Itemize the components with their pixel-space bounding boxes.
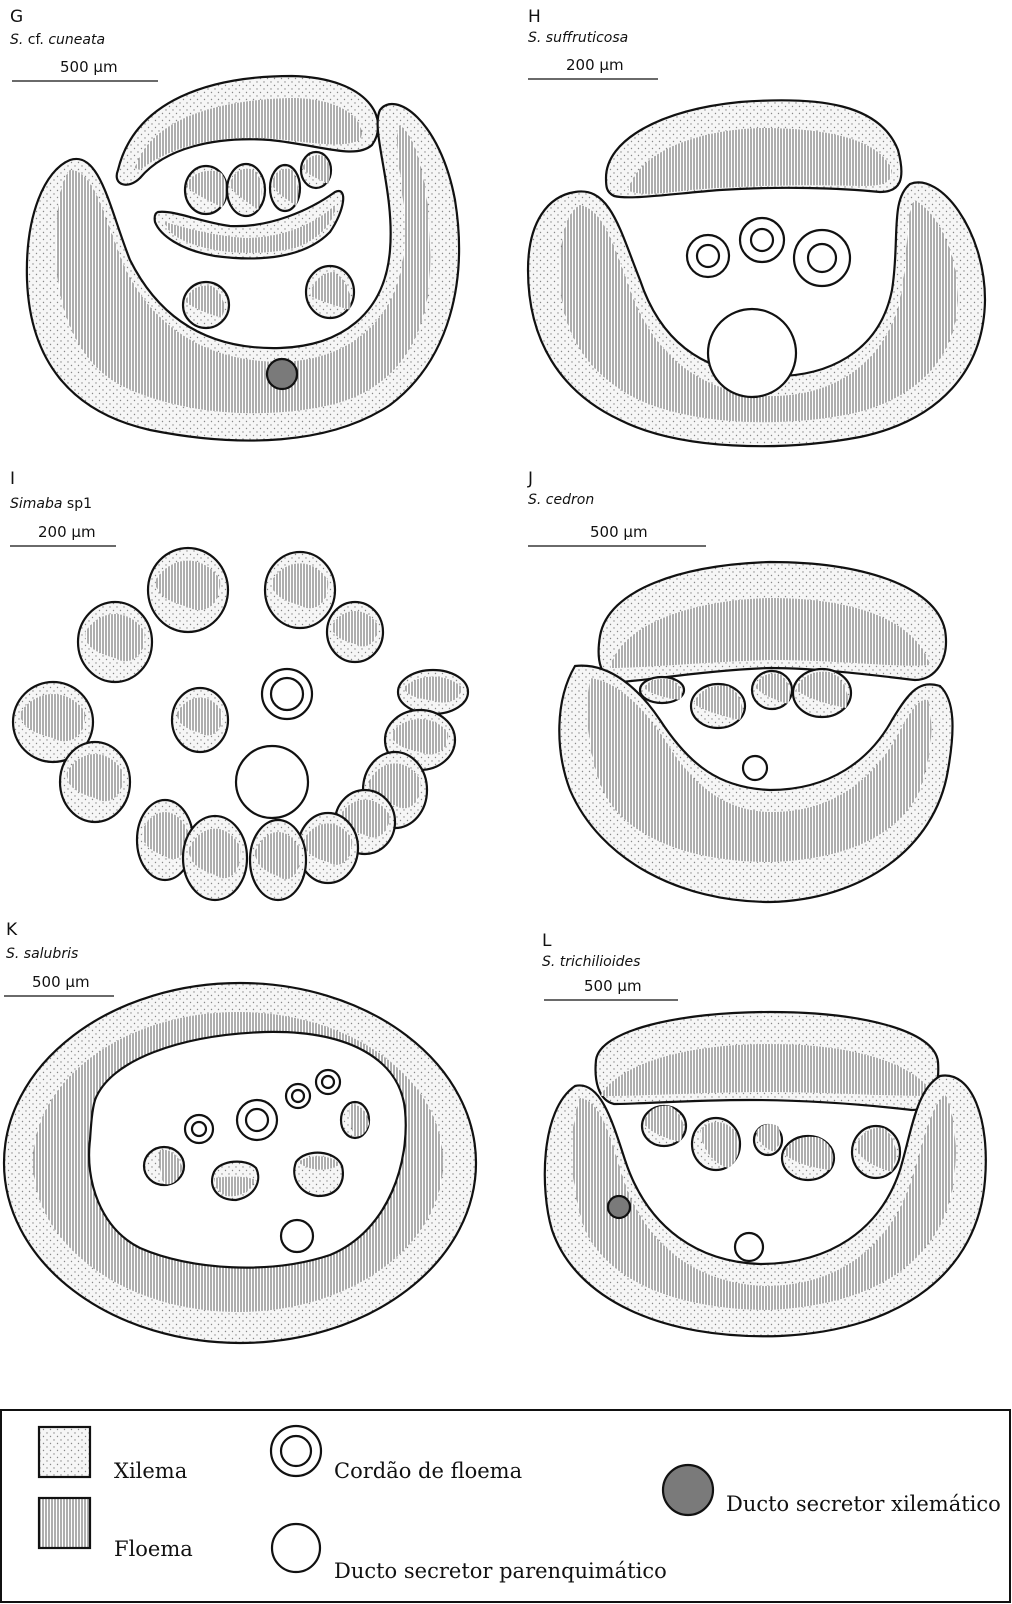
vascular-bundles xyxy=(642,1106,900,1180)
panel-i: I Simaba sp1 200 µm xyxy=(10,469,468,900)
phloem-strands xyxy=(687,218,850,286)
phloem-strand-swatch xyxy=(271,1426,321,1476)
legend-phloem-strand-label: Cordão de floema xyxy=(334,1459,522,1483)
parenchymal-secretory-duct xyxy=(735,1233,763,1261)
panel-label: K xyxy=(6,920,18,940)
xylem-secretory-duct xyxy=(267,359,297,389)
scale-label: 200 µm xyxy=(38,523,96,541)
species-name: Simaba sp1 xyxy=(10,496,92,512)
panel-label: H xyxy=(528,7,541,27)
scale-label: 200 µm xyxy=(566,56,624,74)
vascular-ring xyxy=(27,104,459,441)
legend: Xilema Floema Cordão de floema Ducto sec… xyxy=(1,1410,1010,1602)
parenchymal-secretory-duct xyxy=(236,746,308,818)
pith xyxy=(89,1032,406,1268)
panel-label: L xyxy=(542,931,552,951)
parenchymal-secretory-duct xyxy=(708,309,796,397)
parenchymal-secretory-duct xyxy=(281,1220,313,1252)
species-name: S. suffruticosa xyxy=(528,30,628,46)
xylem-swatch xyxy=(39,1427,90,1477)
parenchymal-duct-swatch xyxy=(272,1524,320,1572)
species-name: S. cf. cuneata xyxy=(10,32,105,48)
panel-label: G xyxy=(10,7,23,27)
legend-xylem-label: Xilema xyxy=(114,1459,187,1483)
scale-label: 500 µm xyxy=(584,977,642,995)
legend-phloem-label: Floema xyxy=(114,1537,193,1561)
phloem-swatch xyxy=(39,1498,90,1548)
panel-g: G S. cf. cuneata 500 µm xyxy=(10,7,459,441)
scale-label: 500 µm xyxy=(60,58,118,76)
scale-label: 500 µm xyxy=(590,523,648,541)
legend-xylem-duct-label: Ducto secretor xilemático xyxy=(726,1492,1001,1516)
vascular-bundles xyxy=(640,669,851,728)
panel-label: I xyxy=(10,469,15,489)
legend-parenchymal-duct-label: Ducto secretor parenquimático xyxy=(334,1559,667,1583)
phloem-strand xyxy=(262,669,312,719)
scale-label: 500 µm xyxy=(32,973,90,991)
panel-j: J S. cedron 500 µm xyxy=(527,469,953,902)
panel-label: J xyxy=(527,469,533,489)
panel-l: L S. trichilioides 500 µm xyxy=(542,931,986,1336)
vascular-bundles xyxy=(13,548,468,900)
panel-h: H S. suffruticosa 200 µm xyxy=(528,7,985,446)
xylem-duct-swatch xyxy=(663,1465,713,1515)
parenchymal-secretory-duct xyxy=(743,756,767,780)
species-name: S. cedron xyxy=(528,492,594,508)
species-name: S. trichilioides xyxy=(542,954,640,970)
panel-k: K S. salubris 500 µm xyxy=(4,920,476,1343)
species-name: S. salubris xyxy=(6,946,78,962)
xylem-secretory-duct xyxy=(608,1196,630,1218)
